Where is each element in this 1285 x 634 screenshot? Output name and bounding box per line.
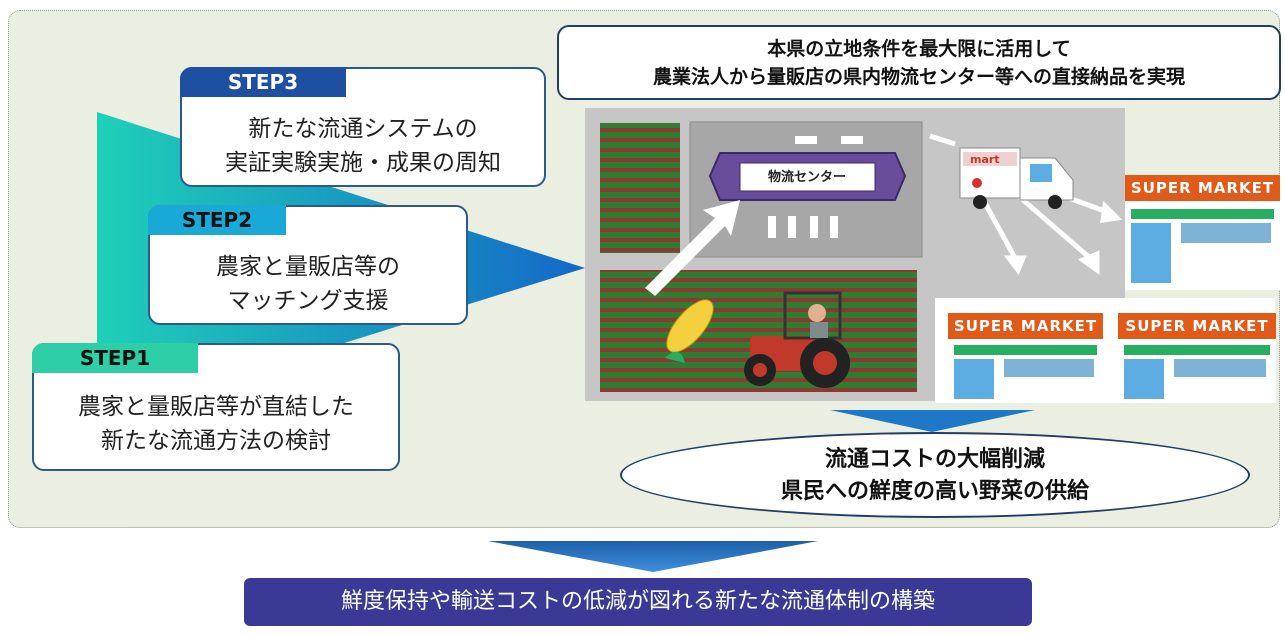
store-sign: SUPER MARKET [948, 313, 1103, 339]
step3-line2: 実証実験実施・成果の周知 [225, 150, 501, 176]
headline-box: 本県の立地条件を最大限に活用して 農業法人から量販店の県内物流センター等への直接… [557, 25, 1281, 100]
result-oval: 流通コストの大幅削減 県民への鮮度の高い野菜の供給 [620, 432, 1250, 518]
delivery-truck: mart [959, 147, 1074, 209]
goal-banner: 鮮度保持や輸送コストの低減が図れる新たな流通体制の構築 [244, 578, 1032, 626]
tractor [744, 291, 850, 388]
step3-box: STEP3 新たな流通システムの 実証実験実施・成果の周知 [180, 67, 546, 187]
supermarket-bottom-left: SUPER MARKET [948, 313, 1103, 403]
field-top-left [600, 123, 680, 253]
step1-line2: 新たな流通方法の検討 [101, 428, 331, 454]
field-to-center-arrow [645, 200, 740, 296]
step3-line1: 新たな流通システムの [248, 116, 478, 142]
down-arrow-large [488, 541, 818, 572]
truck-brand: mart [970, 153, 1000, 166]
result-line2: 県民への鮮度の高い野菜の供給 [780, 479, 1089, 504]
step2-line2: マッチング支援 [227, 288, 389, 314]
step3-tab: STEP3 [180, 67, 346, 97]
distribution-center-label: 物流センター [768, 169, 846, 185]
supermarket-bottom-right: SUPER MARKET [1118, 313, 1276, 403]
step2-tab: STEP2 [148, 205, 286, 235]
corn-icon [665, 299, 714, 363]
step2-box: STEP2 農家と量販店等の マッチング支援 [148, 205, 468, 325]
down-arrow-small [830, 410, 1035, 432]
headline-line1: 本県の立地条件を最大限に活用して [767, 38, 1071, 60]
farmer-face [808, 304, 826, 322]
step1-box: STEP1 農家と量販店等が直結した 新たな流通方法の検討 [32, 343, 400, 471]
headline-line2: 農業法人から量販店の県内物流センター等への直接納品を実現 [652, 66, 1185, 88]
result-line1: 流通コストの大幅削減 [824, 447, 1045, 472]
store-sign: SUPER MARKET [1125, 175, 1280, 201]
step2-line1: 農家と量販店等の [216, 254, 400, 280]
step1-line1: 農家と量販店等が直結した [78, 394, 354, 420]
store-sign: SUPER MARKET [1118, 313, 1276, 339]
step1-tab: STEP1 [32, 343, 198, 373]
supermarket-top-right: SUPER MARKET [1125, 175, 1280, 290]
